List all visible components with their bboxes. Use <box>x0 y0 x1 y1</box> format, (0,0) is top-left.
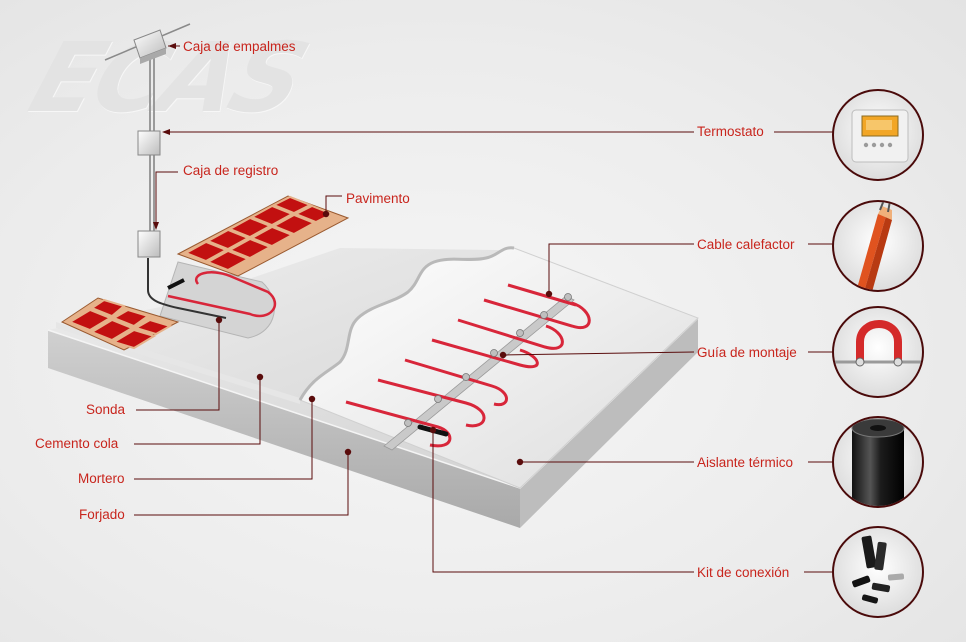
dot-guia-montaje <box>499 351 507 359</box>
label-mortero: Mortero <box>78 471 125 486</box>
label-forjado: Forjado <box>79 507 125 522</box>
registry-box <box>137 230 161 258</box>
dot-aislante-termico <box>516 458 524 466</box>
leader-cable-calefactor <box>548 243 834 294</box>
heating-cable <box>345 283 591 448</box>
label-sonda: Sonda <box>86 402 126 417</box>
insulation-thumbnail <box>832 416 924 508</box>
thermostat-thumbnail <box>832 89 924 181</box>
thermal-insulation-layer <box>298 246 699 489</box>
label-pavimento: Pavimento <box>346 191 410 206</box>
dot-cable-calefactor <box>545 290 553 298</box>
mounting-guide-rail <box>383 295 575 451</box>
label-caja-empalmes: Caja de empalmes <box>183 39 296 54</box>
leader-caja-registro <box>155 171 178 226</box>
leader-sonda <box>136 320 220 411</box>
label-cable-calefactor: Cable calefactor <box>697 237 795 252</box>
leader-cemento-cola <box>134 377 261 445</box>
thermostat-box <box>137 130 161 156</box>
dot-cemento-cola <box>256 373 264 381</box>
floor-tiles-upper <box>176 195 350 277</box>
arrow-caja-empalmes <box>168 43 176 49</box>
dot-pavimento <box>322 210 330 218</box>
dot-sonda <box>215 316 223 324</box>
kit-thumbnail <box>832 526 924 618</box>
floor-tiles-lower <box>60 297 180 351</box>
junction-box <box>133 29 167 64</box>
cable-thumbnail <box>832 200 924 292</box>
mounting-guide-clips <box>404 293 572 427</box>
floor-cutout <box>159 261 277 339</box>
leader-forjado <box>134 452 349 516</box>
guide-thumbnail <box>832 306 924 398</box>
label-termostato: Termostato <box>697 124 764 139</box>
dot-kit-conexion <box>429 426 437 434</box>
arrow-caja-registro <box>153 222 159 230</box>
label-aislante-termico: Aislante térmico <box>697 455 794 470</box>
label-guia-montaje: Guía de montaje <box>697 345 797 360</box>
leader-pavimento <box>325 195 342 214</box>
temperature-probe <box>147 258 227 319</box>
label-caja-registro: Caja de registro <box>183 163 279 178</box>
dot-forjado <box>344 448 352 456</box>
label-cemento-cola: Cemento cola <box>35 436 119 451</box>
leader-guia-montaje <box>502 351 834 356</box>
dot-mortero <box>308 395 316 403</box>
label-kit-conexion: Kit de conexión <box>697 565 790 580</box>
leader-mortero <box>134 399 313 480</box>
arrow-termostato <box>162 129 170 135</box>
leader-kit-conexion <box>432 430 834 573</box>
